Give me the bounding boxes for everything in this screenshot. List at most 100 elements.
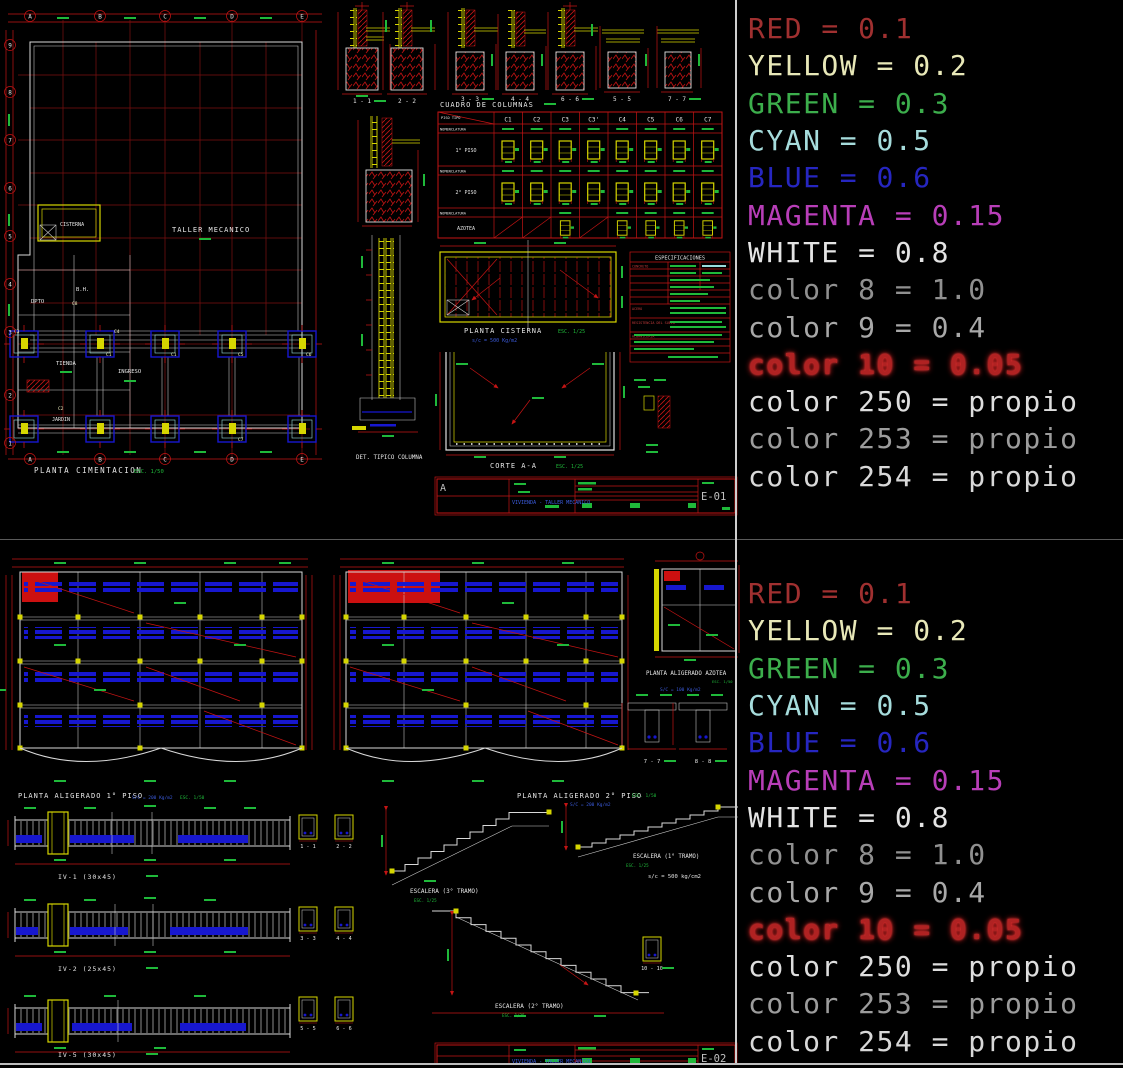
grid-letter: A — [28, 457, 32, 464]
stair-title: ESCALERA (2° TRAMO) — [495, 1003, 564, 1010]
specs-title: ESPECIFICACIONES — [655, 256, 705, 262]
legend-line: color 8 = 1.0 — [748, 273, 987, 307]
foundation-plan: CISTERNA C3 C4 C1 C1 C8 C2 C5 C6 C7 TAL — [3, 10, 323, 475]
sheet-e01-drawing: CISTERNA C3 C4 C1 C1 C8 C2 C5 C6 C7 TAL — [3, 0, 738, 524]
plan-scale: ESC. 1/50 — [134, 469, 164, 475]
specs-row: ACERO — [632, 307, 642, 311]
section-label: 3 - 3 — [300, 936, 316, 942]
section-label: 4 - 4 — [511, 96, 529, 103]
stair-scale: ESC. 1/25 — [502, 1013, 525, 1018]
detail-title: DET. TIPICO COLUMNA — [356, 455, 423, 461]
legend-line: color 250 = propio — [748, 385, 1079, 419]
schedule-corner: PISO TIPO — [441, 116, 460, 120]
room-label-taller: TALLER MECANICO — [172, 226, 250, 234]
room-label-jardin: JARDIN — [52, 417, 70, 423]
corte-title: CORTE A-A — [490, 462, 537, 470]
legend-line: color 253 = propio — [748, 422, 1079, 456]
stair-title: ESCALERA (3° TRAMO) — [410, 888, 479, 895]
column-mark: C8 — [72, 301, 78, 307]
room-label-bh: B.H. — [76, 287, 89, 293]
section-label: 7 - 7 — [668, 96, 686, 103]
stair-load-note: s/c = 500 kg/cm2 — [648, 874, 701, 880]
hatched-footing — [26, 379, 50, 393]
legend-line: WHITE = 0.8 — [748, 800, 950, 834]
legend-line: CYAN = 0.5 — [748, 124, 932, 158]
section-label: 6 - 6 — [336, 1026, 352, 1032]
stair-scale: ESC. 1/25 — [626, 863, 649, 868]
stair-tramo-3: ESCALERA (3° TRAMO) ESC. 1/25 — [381, 805, 552, 903]
plan2-title: PLANTA ALIGERADO 2° PISO — [517, 792, 642, 800]
grid-bubbles: A B C D E A B C D E — [4, 10, 308, 465]
legend-line: WHITE = 0.8 — [748, 235, 950, 269]
room-label-tienda: TIENDA — [56, 361, 77, 367]
plan1-title: PLANTA ALIGERADO 1° PISO — [18, 792, 143, 800]
title-block: A VIVIENDA - TALLER MECANICO E-01 — [434, 476, 738, 516]
grid-letter: D — [230, 457, 234, 464]
schedule-row: 1° PISO — [455, 148, 476, 154]
plan2-load: S/C = 200 Kg/m2 — [570, 802, 611, 808]
plan1-load: S/C = 200 Kg/m2 — [132, 795, 173, 801]
schedule-col: C6 — [676, 116, 684, 123]
legend-line: GREEN = 0.3 — [748, 86, 950, 120]
slab-plan-2 — [333, 558, 629, 782]
legend-line: color 254 = propio — [748, 459, 1079, 493]
sheet-code: E-01 — [701, 491, 726, 503]
column-mark: C3 — [14, 329, 20, 335]
grid-letter: E — [300, 14, 304, 21]
slab-plan-1 — [0, 558, 313, 782]
azotea-scale: ESC. 1/50 — [712, 679, 733, 684]
schedule-row: NOMENCLATURA — [440, 170, 467, 174]
column-schedule: CUADRO DE COLUMNAS PISO TIPO C1 C2 C3 C3… — [437, 101, 723, 239]
schedule-col: C2 — [533, 116, 541, 123]
plan-title: PLANTA CIMENTACION — [34, 466, 142, 475]
sheet-e01-panel: CISTERNA C3 C4 C1 C1 C8 C2 C5 C6 C7 TAL — [3, 0, 1123, 524]
legend-line: BLUE = 0.6 — [748, 161, 932, 195]
column-mark: C7 — [238, 437, 244, 443]
column-mark: C5 — [238, 352, 244, 358]
stair-tramo-1: ESCALERA (1° TRAMO) ESC. 1/25 s/c = 500 … — [561, 802, 738, 880]
column-mark: C6 — [306, 352, 312, 358]
sheet-code: E-02 — [701, 1053, 726, 1064]
beam-t-sections: 7 - 7 8 - 8 — [621, 694, 728, 765]
title-block: VIVIENDA - TALLER MECANICO E-02 — [434, 1042, 738, 1064]
schedule-row: NOMENCLATURA — [440, 128, 467, 132]
section-label: 1 - 1 — [353, 98, 371, 105]
panel-divider — [0, 539, 1123, 540]
grid-number: 9 — [8, 43, 12, 50]
section-label: 2 - 2 — [398, 98, 416, 105]
azotea-plan: PLANTA ALIGERADO AZOTEA ESC. 1/50 S/C = … — [646, 551, 740, 693]
column-mark: C4 — [114, 329, 120, 335]
legend-line: color 9 = 0.4 — [748, 310, 987, 344]
schedule-row: NOMENCLATURA — [440, 212, 467, 216]
legend-line: YELLOW = 0.2 — [748, 614, 969, 648]
schedule-col: C4 — [619, 116, 627, 123]
column-mark: C2 — [58, 406, 64, 412]
schedule-col: C7 — [704, 116, 712, 123]
legend-line: color 254 = propio — [748, 1024, 1079, 1058]
section-label: 4 - 4 — [336, 936, 352, 942]
grid-letter: B — [98, 14, 102, 21]
section-label: 6 - 6 — [561, 96, 579, 103]
schedule-title: CUADRO DE COLUMNAS — [440, 101, 534, 109]
cisterna-plan: PLANTA CISTERNA ESC. 1/25 s/c = 500 Kg/m… — [439, 240, 623, 344]
grid-number: 5 — [8, 234, 12, 241]
legend-line: MAGENTA = 0.15 — [748, 198, 1006, 232]
legend-line: color 10 = 0.05 — [748, 347, 1024, 381]
grid-letter: D — [230, 14, 234, 21]
beam-label: IV-1 (30x45) — [58, 873, 117, 881]
stair-tramo-2: ESCALERA (2° TRAMO) ESC. 1/25 — [432, 908, 664, 1018]
titleblock-rev: A — [440, 483, 446, 494]
beam-label: IV-5 (30x45) — [58, 1051, 117, 1059]
azotea-load: S/C = 100 Kg/m2 — [660, 687, 701, 693]
corte-scale: ESC. 1/25 — [556, 464, 583, 470]
titleblock-project: VIVIENDA - TALLER MECANICO — [512, 500, 590, 506]
section-label: 10 - 10 — [641, 966, 663, 972]
room-label-ingreso: INGRESO — [118, 369, 141, 375]
section-label: 5 - 5 — [613, 96, 631, 103]
specs-table: ESPECIFICACIONES CONCRETO ACERO RESISTEN… — [629, 251, 731, 363]
azotea-title: PLANTA ALIGERADO AZOTEA — [646, 671, 727, 677]
column-mark: C1 — [106, 352, 112, 358]
